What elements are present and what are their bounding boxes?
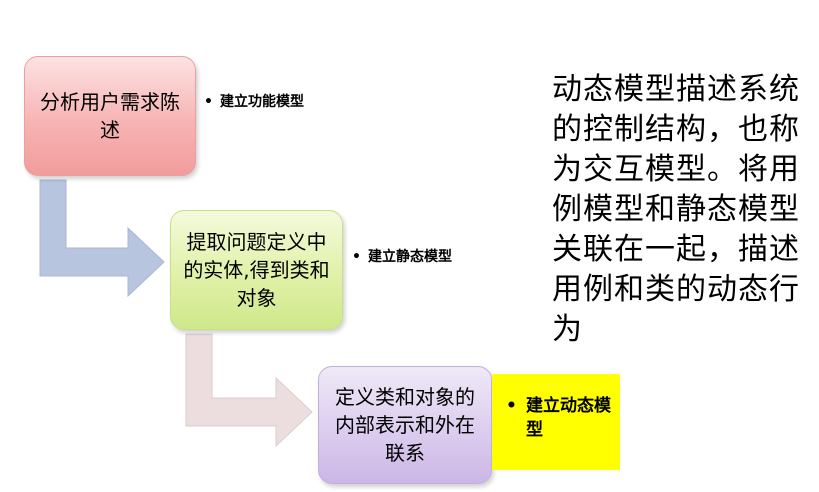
step-label: 定义类和对象的内部表示和外在联系: [335, 385, 475, 465]
step-label: 提取问题定义中的实体,得到类和对象: [183, 230, 330, 310]
step-box-extract: 提取问题定义中的实体,得到类和对象: [170, 210, 343, 330]
bullet-icon: •: [506, 396, 517, 416]
step-note-functional: • 建立功能模型: [204, 92, 314, 112]
step-note-dynamic: • 建立动态模型: [492, 374, 620, 470]
step-note-static: • 建立静态模型: [352, 247, 464, 267]
note-text: 建立功能模型: [220, 94, 304, 110]
note-text: 建立静态模型: [368, 249, 452, 265]
step-box-define: 定义类和对象的内部表示和外在联系: [318, 366, 492, 484]
bent-arrow-2: [185, 333, 313, 448]
bullet-icon: •: [352, 249, 361, 265]
bullet-icon: •: [204, 94, 213, 110]
note-text: 建立动态模型: [526, 396, 611, 440]
step-box-analyze: 分析用户需求陈述: [24, 56, 196, 176]
description-text: 动态模型描述系统的控制结构，也称为交互模型。将用例模型和静态模型关联在一起，描述…: [552, 72, 800, 347]
step-label: 分析用户需求陈述: [40, 90, 180, 142]
bent-arrow-1: [39, 179, 165, 298]
